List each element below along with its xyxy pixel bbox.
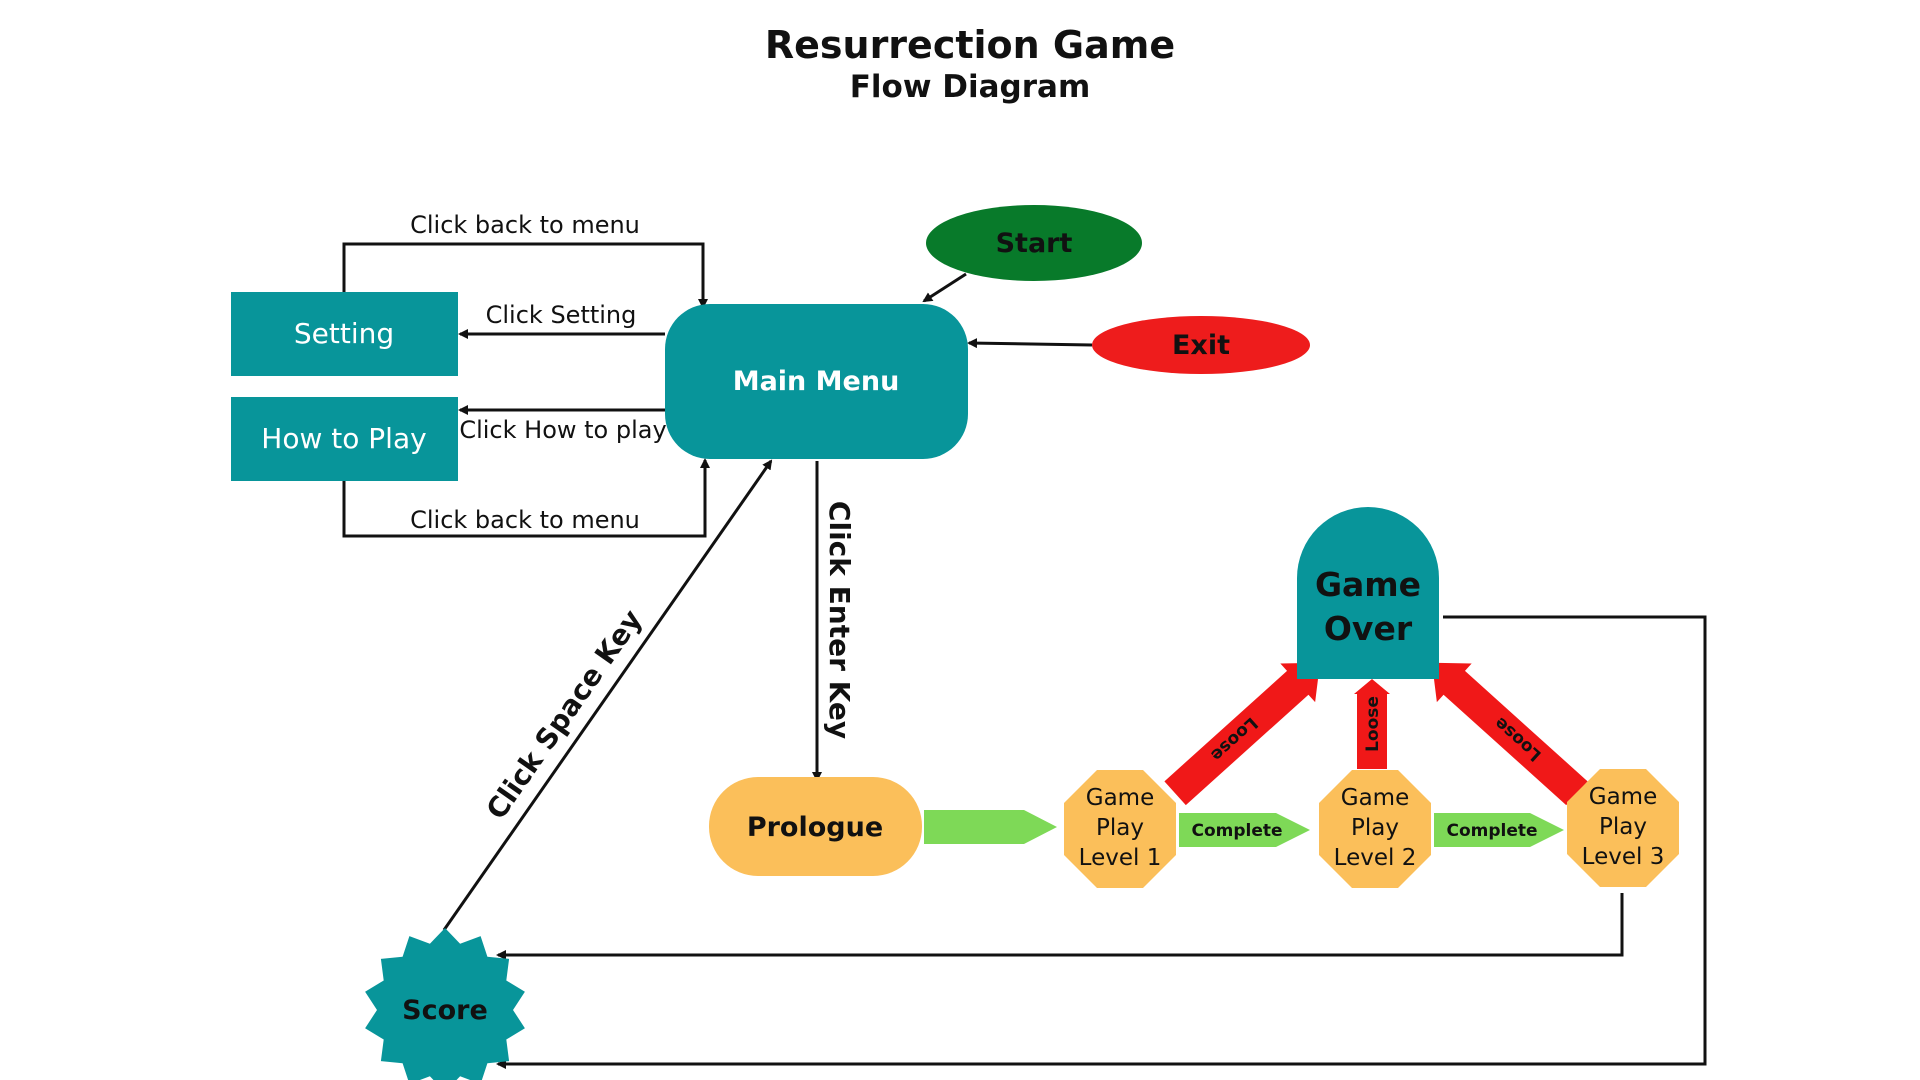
level1-label-line3: Level 1 (1079, 845, 1162, 871)
game-over-node[interactable] (1297, 507, 1439, 679)
edge-start-to-menu (922, 272, 967, 303)
edge-gameover-to-score (496, 615, 1707, 1069)
prologue-label: Prologue (747, 812, 883, 843)
edge-label-click-how-to-play: Click How to play (459, 416, 666, 444)
level3-label-line3: Level 3 (1582, 844, 1665, 870)
exit-node[interactable] (1092, 316, 1310, 374)
edge-level3-to-score (496, 893, 1624, 960)
setting-label: Setting (294, 317, 394, 350)
edge-label-click-enter-key: Click Enter Key (823, 501, 856, 739)
edge-exit-to-menu (967, 338, 1093, 349)
setting-node[interactable] (231, 292, 458, 376)
score-node[interactable] (365, 928, 525, 1080)
arrow-prologue-to-level1 (924, 810, 1057, 844)
level2-label-line3: Level 2 (1334, 845, 1417, 871)
level1-label-line1: Game (1086, 785, 1154, 811)
arrow-label-complete-2: Complete (1446, 821, 1537, 841)
edge-space-key (442, 459, 773, 931)
edge-label-click-setting: Click Setting (486, 301, 637, 329)
prologue-node[interactable] (709, 777, 922, 876)
arrow-level3-loose: Loose (1431, 662, 1588, 806)
exit-label: Exit (1172, 330, 1230, 361)
edge-setting-back-to-menu (342, 242, 708, 309)
edge-label-back-to-menu-top: Click back to menu (410, 211, 640, 239)
how-to-play-label: How to Play (261, 422, 426, 455)
edge-label-back-to-menu-bottom: Click back to menu (410, 506, 640, 534)
game-over-label-line1: Game (1315, 565, 1421, 604)
start-label: Start (996, 228, 1073, 259)
level1-label-line2: Play (1096, 815, 1144, 841)
level1-node[interactable] (1064, 770, 1176, 888)
level2-node[interactable] (1319, 770, 1431, 888)
how-to-play-node[interactable] (231, 397, 458, 481)
level3-label-line2: Play (1599, 814, 1647, 840)
game-over-label-line2: Over (1324, 609, 1413, 648)
arrow-level2-to-level3 (1434, 813, 1564, 847)
score-label: Score (402, 995, 488, 1026)
edge-label-click-space-key: Click Space Key (480, 604, 649, 826)
arrow-level1-loose: Loose (1164, 662, 1321, 806)
start-node[interactable] (926, 205, 1142, 281)
arrow-label-complete-1: Complete (1191, 821, 1282, 841)
arrow-label-loose-2: Loose (1363, 696, 1383, 752)
level3-label-line1: Game (1589, 784, 1657, 810)
edge-how-to-play-back-to-menu (342, 458, 710, 538)
level2-label-line1: Game (1341, 785, 1409, 811)
main-menu-label: Main Menu (733, 366, 900, 397)
level2-label-line2: Play (1351, 815, 1399, 841)
arrow-level2-loose: Loose (1354, 679, 1390, 769)
diagram-subtitle: Flow Diagram (850, 69, 1091, 105)
level3-node[interactable] (1567, 769, 1679, 887)
arrow-level1-to-level2 (1179, 813, 1310, 847)
diagram-title: Resurrection Game (765, 23, 1175, 67)
main-menu-node[interactable] (665, 304, 968, 459)
